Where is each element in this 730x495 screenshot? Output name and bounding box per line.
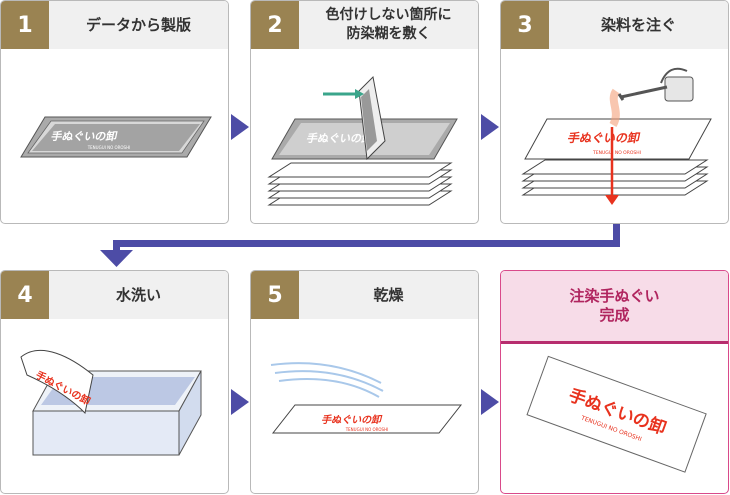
step-number: 4: [1, 271, 49, 319]
step-title: 乾燥: [373, 285, 404, 304]
towel-subtext: TENUGUI NO OROSHI: [592, 150, 641, 156]
wash-tub-illustration: 手ぬぐいの卸: [20, 349, 202, 456]
teal-arrow-head: [355, 89, 364, 99]
step-number: 3: [501, 1, 549, 49]
red-arrow-head: [605, 195, 619, 205]
step-number: 1: [1, 1, 49, 49]
flow-connector-down: [113, 240, 120, 252]
chevron-right-icon: [231, 389, 249, 415]
step-number: 2: [251, 1, 299, 49]
final-header: [501, 271, 728, 344]
chevron-right-icon: [481, 114, 499, 140]
wind-lines: [270, 362, 384, 398]
step-title: 水洗い: [115, 285, 161, 304]
step-title: データから製版: [85, 15, 191, 34]
step-card-1: 1 データから製版 手ぬぐいの卸 TENUGUI NO OROSHI: [0, 0, 229, 224]
step-card-2: 2 色付けしない箇所に 防染糊を敷く 手ぬぐいの卸: [250, 0, 479, 224]
step-card-3: 3 染料を注ぐ 手ぬぐいの卸 TENUGUI NO OROSHI: [500, 0, 729, 224]
step-title: 色付けしない箇所に 防染糊を敷く: [325, 7, 452, 42]
towel-text: 手ぬぐいの卸: [320, 413, 383, 426]
step-card-4: 4 水洗い 手ぬぐいの卸: [0, 270, 229, 494]
flow-connector-vertical: [613, 224, 620, 246]
dye-stream: [609, 88, 620, 127]
finished-towel-illustration: 手ぬぐいの卸 TENUGUI NO OROSHI: [526, 355, 707, 473]
paste-resist-illustration: 手ぬぐいの卸: [267, 75, 458, 206]
towel-text: 手ぬぐいの卸: [566, 130, 641, 145]
step-title: 染料を注ぐ: [600, 15, 676, 34]
finished-towel: [526, 355, 707, 473]
chevron-right-icon: [231, 114, 249, 140]
towel-subtext: TENUGUI NO OROSHI: [345, 427, 389, 432]
drying-illustration: 手ぬぐいの卸 TENUGUI NO OROSHI: [270, 362, 463, 434]
pour-dye-illustration: 手ぬぐいの卸 TENUGUI NO OROSHI: [521, 67, 712, 205]
towel-text: 手ぬぐいの卸: [50, 129, 119, 143]
flow-arrow-head: [100, 250, 133, 267]
step-card-5: 5 乾燥 手ぬぐいの卸 TENUGUI NO OROSHI: [250, 270, 479, 494]
towel-subtext: TENUGUI NO OROSHI: [87, 145, 131, 150]
final-title: 注染手ぬぐい 完成: [569, 287, 660, 324]
watering-can-icon: [617, 67, 694, 102]
step-card-final: 注染手ぬぐい 完成 手ぬぐいの卸 TENUGUI NO OROSHI: [500, 270, 729, 494]
screen-plate-illustration: 手ぬぐいの卸 TENUGUI NO OROSHI: [20, 116, 212, 158]
step-number: 5: [251, 271, 299, 319]
chevron-right-icon: [481, 389, 499, 415]
towel-text: 手ぬぐいの卸: [305, 131, 374, 145]
flow-connector-horizontal: [113, 240, 620, 247]
